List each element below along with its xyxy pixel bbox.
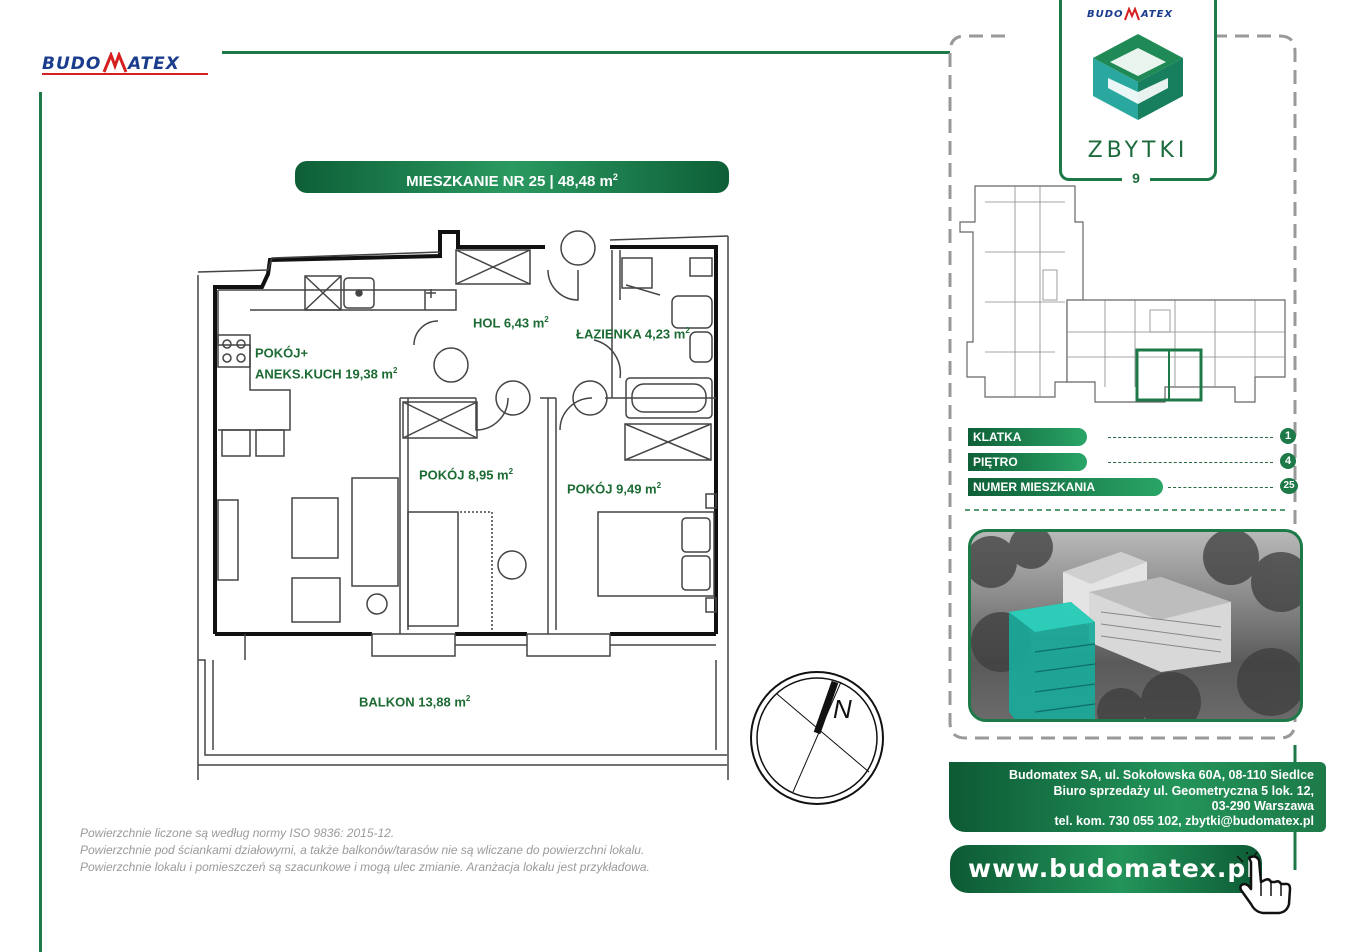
apartment-title-sup: 2 [612,172,618,182]
legend-klatka-label: KLATKA [968,428,1087,446]
contact-line-1: Budomatex SA, ul. Sokołowska 60A, 08-110… [1009,768,1314,782]
room-pokoj-aneks-label-2: ANEKS.KUCH 19,38 m [255,366,393,382]
frame-left-line [39,92,42,952]
logo-text-part2: ATEX [128,54,180,74]
logo-text-part1: BUDO [42,54,102,74]
zbytki-logo-box: BUDO ATEX ZBYTKI [1059,0,1217,181]
building-aerial-image [968,529,1303,722]
room-lazienka-label: ŁAZIENKA 4,23 m [576,326,686,342]
frame-top-line [222,51,950,54]
contact-email-phone[interactable]: tel. kom. 730 055 102, zbytki@budomatex.… [1054,814,1314,828]
logo-underline [42,73,208,75]
small-logo-part1: BUDO [1087,9,1124,20]
compass-icon [750,671,884,805]
contact-line-2: Biuro sprzedaży ul. Geometryczna 5 lok. … [1053,784,1314,798]
legend-numer-mieszkania: NUMER MIESZKANIA 25 [968,478,1308,498]
contact-line-3: 03-290 Warszawa [1211,799,1314,813]
room-pokoj-aneks-label-1: POKÓJ+ [255,345,309,361]
legend-pietro-label: PIĘTRO [968,453,1087,471]
legend-numer-value: 25 [1280,478,1298,494]
apartment-title-pill: MIESZKANIE NR 25 | 48,48 m2 [295,161,729,193]
legend-numer-label: NUMER MIESZKANIA [968,478,1163,496]
footnote-2: Powierzchnie pod ściankami działowymi, a… [80,843,645,857]
legend-klatka: KLATKA 1 [968,428,1308,448]
legend-numer-dash [1168,487,1273,488]
footnote-1: Powierzchnie liczone są według normy ISO… [80,826,395,840]
budomatex-logo: BUDO ATEX [42,52,212,76]
compass-letter: N [833,694,852,724]
room-hol-sup: 2 [544,315,549,324]
project-name: ZBYTKI [1087,138,1189,163]
small-budomatex-logo: BUDO ATEX [1087,7,1197,23]
small-logo-m-icon [1124,7,1140,21]
room-lazienka-sup: 2 [685,326,690,335]
site-plan [959,185,1286,403]
legend-pietro-dash [1108,462,1273,463]
room-pokoj-aneks-sup-2: 2 [393,366,398,375]
zbytki-emblem-icon [1093,34,1183,120]
website-url[interactable]: www.budomatex.pl [968,854,1256,883]
room-pokoj2-sup: 2 [656,481,662,490]
room-pokoj2-label: POKÓJ 9,49 m [567,481,657,497]
footnote-3: Powierzchnie lokalu i pomieszczeń są sza… [80,860,650,874]
legend-klatka-dash [1108,437,1273,438]
project-number: 9 [1122,170,1150,186]
room-hol-label: HOL 6,43 m [473,315,545,331]
room-pokoj1-sup: 2 [508,467,514,476]
floor-plan [197,230,729,780]
room-balkon-sup: 2 [465,694,471,703]
room-pokoj1-label: POKÓJ 8,95 m [419,467,509,483]
room-balkon-label: BALKON 13,88 m [359,694,466,710]
legend-pietro-value: 4 [1280,453,1296,469]
aerial-scene [971,532,1300,719]
small-logo-part2: ATEX [1141,9,1174,20]
logo-m-icon [102,52,128,73]
contact-box: Budomatex SA, ul. Sokołowska 60A, 08-110… [949,762,1326,832]
hand-cursor-icon [1236,852,1292,915]
legend-klatka-value: 1 [1280,428,1296,444]
apartment-title: MIESZKANIE NR 25 | 48,48 m [406,173,613,190]
legend-pietro: PIĘTRO 4 [968,453,1308,473]
website-button[interactable]: www.budomatex.pl [950,845,1262,893]
